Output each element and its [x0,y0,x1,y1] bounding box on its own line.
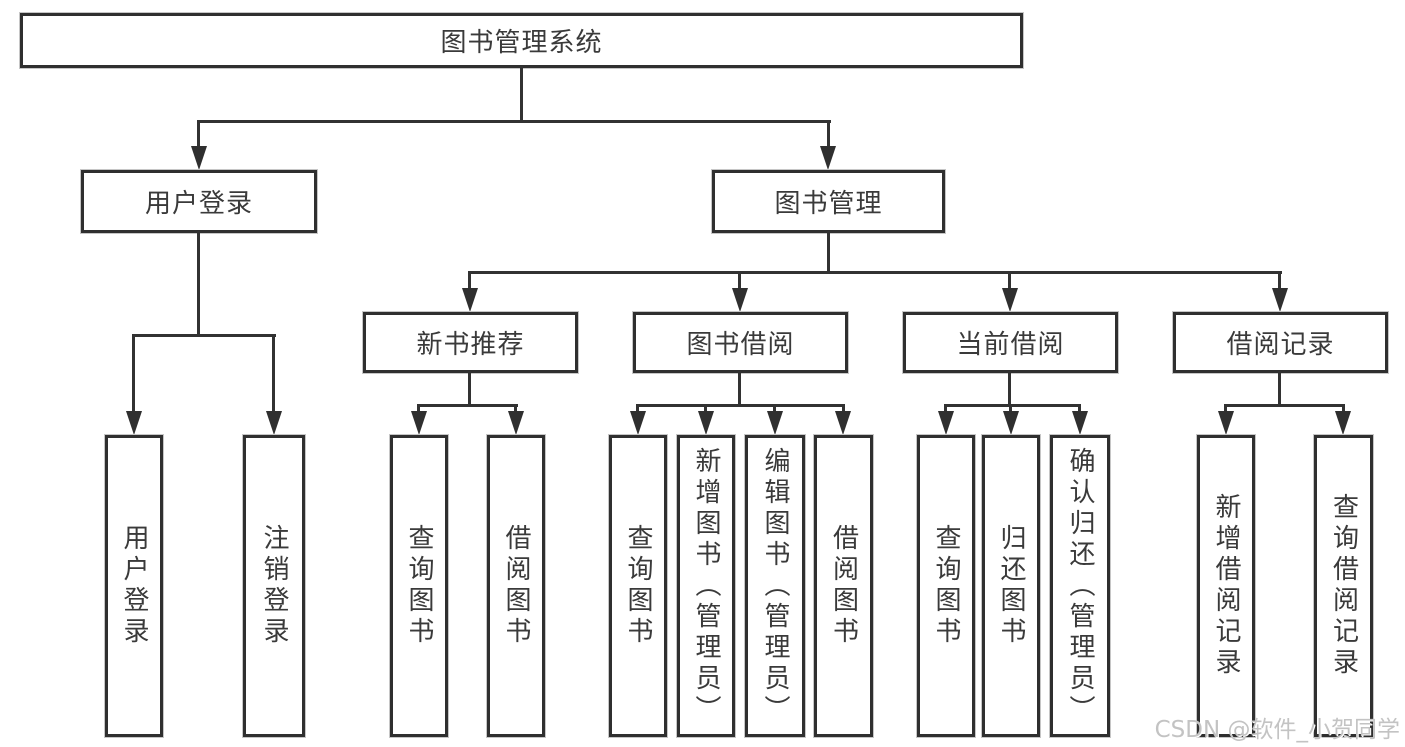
leaf-cb-confirm-return: 确认归还（管理员） [1050,435,1110,737]
leaf-cb-return-book: 归还图书 [982,435,1040,737]
leaf-cb-query-book: 查询图书 [917,435,975,737]
leaf-bb-borrow-book: 借阅图书 [814,435,873,737]
connector-drop [738,271,741,292]
leaf-user-login-label: 用户登录 [119,524,149,648]
connector-drop [272,334,275,415]
connector-drop [1008,271,1011,292]
node-user-login-label: 用户登录 [144,189,253,219]
leaf-bb-edit-book-label: 编辑图书（管理员） [760,446,790,726]
arrow-down-icon [1002,288,1018,312]
connector-branch [1224,404,1345,407]
leaf-rec-query-book-label: 查询图书 [404,524,434,648]
leaf-cb-query-book-label: 查询图书 [931,524,961,648]
connector-drop [417,404,420,416]
leaf-bb-edit-book: 编辑图书（管理员） [745,435,805,737]
connector-stub [468,371,471,407]
node-book-mgmt-label: 图书管理 [774,189,883,219]
leaf-logout: 注销登录 [243,435,305,737]
leaf-bb-query-book-label: 查询图书 [623,524,653,648]
arrow-down-icon [1218,411,1234,435]
leaf-user-login: 用户登录 [105,435,163,737]
node-borrow-record-label: 借阅记录 [1226,330,1335,360]
connector-drop [468,271,471,292]
connector-drop [827,120,830,150]
arrow-down-icon [1335,411,1351,435]
arrow-down-icon [698,411,714,435]
connector-drop [704,404,707,416]
node-current-borrow-label: 当前借阅 [956,330,1065,360]
arrow-down-icon [191,146,207,170]
arrow-down-icon [938,411,954,435]
connector-drop [514,404,517,416]
connector-user-login-stub [197,231,200,337]
arrow-down-icon [1272,288,1288,312]
arrow-down-icon [1003,411,1019,435]
leaf-rec-query-book: 查询图书 [390,435,448,737]
connector-branch [417,404,518,407]
connector-book-mgmt-stub [827,231,830,273]
connector-user-login-branch [132,334,276,337]
connector-drop [1009,404,1012,416]
leaf-cb-return-book-label: 归还图书 [996,524,1026,648]
node-root: 图书管理系统 [20,13,1023,68]
leaf-bb-query-book: 查询图书 [609,435,667,737]
connector-stub [1008,371,1011,407]
arrow-down-icon [411,411,427,435]
connector-drop [1078,404,1081,416]
node-book-mgmt: 图书管理 [712,170,945,233]
arrow-down-icon [835,411,851,435]
connector-drop [842,404,845,416]
leaf-br-query-record: 查询借阅记录 [1314,435,1373,737]
arrow-down-icon [266,411,282,435]
leaf-bb-add-book-label: 新增图书（管理员） [691,446,721,726]
connector-drop [1342,404,1345,416]
leaf-rec-borrow-book: 借阅图书 [487,435,545,737]
arrow-down-icon [820,146,836,170]
leaf-bb-add-book: 新增图书（管理员） [677,435,735,737]
connector-stub [1278,371,1281,407]
node-user-login: 用户登录 [81,170,317,233]
connector-drop [944,404,947,416]
csdn-watermark: CSDN @软件_小贺同学 [1154,717,1400,743]
connector-l2-branch [468,271,1282,274]
leaf-rec-borrow-book-label: 借阅图书 [501,524,531,648]
leaf-cb-confirm-return-label: 确认归还（管理员） [1065,446,1095,726]
arrow-down-icon [462,288,478,312]
node-book-borrow: 图书借阅 [633,312,848,373]
connector-drop [132,334,135,415]
connector-drop [197,120,200,150]
node-root-label: 图书管理系统 [440,28,603,58]
node-new-book-rec-label: 新书推荐 [416,330,525,360]
leaf-logout-label: 注销登录 [259,524,289,648]
arrow-down-icon [508,411,524,435]
leaf-br-add-record: 新增借阅记录 [1197,435,1255,737]
node-new-book-rec: 新书推荐 [363,312,578,373]
leaf-br-add-record-label: 新增借阅记录 [1211,493,1241,679]
connector-drop [1224,404,1227,416]
leaf-br-query-record-label: 查询借阅记录 [1328,493,1359,679]
connector-drop [1278,271,1281,292]
node-book-borrow-label: 图书借阅 [686,330,795,360]
connector-root-stub [520,66,523,122]
leaf-bb-borrow-book-label: 借阅图书 [828,524,859,648]
node-borrow-record: 借阅记录 [1173,312,1388,373]
connector-l1-branch [197,120,831,123]
connector-stub [738,371,741,407]
arrow-down-icon [1072,411,1088,435]
connector-branch [636,404,845,407]
arrow-down-icon [732,288,748,312]
arrow-down-icon [630,411,646,435]
arrow-down-icon [126,411,142,435]
node-current-borrow: 当前借阅 [903,312,1118,373]
arrow-down-icon [767,411,783,435]
connector-branch [944,404,1081,407]
connector-drop [636,404,639,416]
connector-drop [773,404,776,416]
